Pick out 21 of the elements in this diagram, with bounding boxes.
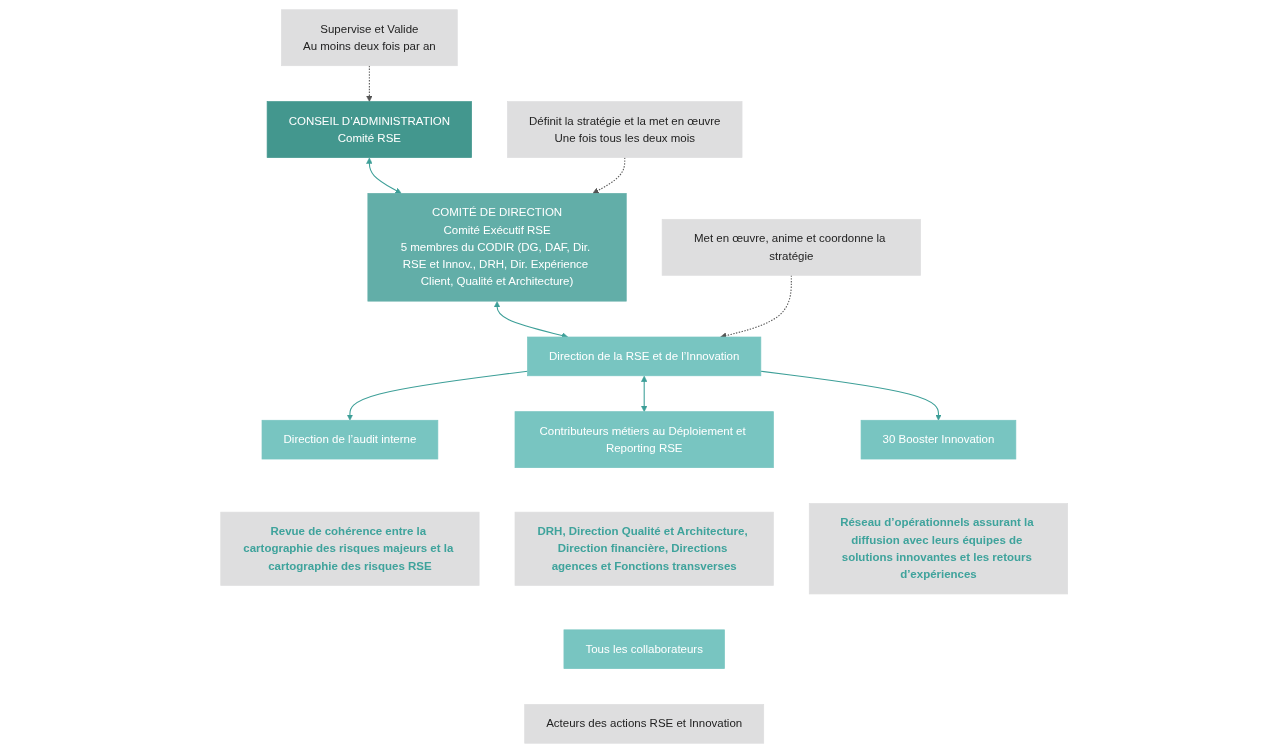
node-box: Met en œuvre, anime et coordonne la stratégie <box>661 218 921 276</box>
node-box: DRH, Direction Qualité et Architecture, Direction financière, Directions agences et Fonctions transverses <box>514 511 774 586</box>
node-box: Supervise et Valide Au moins deux fois par an <box>280 9 458 67</box>
node-box: 30 Booster Innovation <box>860 419 1016 460</box>
arrow <box>366 157 402 194</box>
node-box: CONSEIL D’ADMINISTRATION Comité RSE <box>266 101 472 158</box>
arrow <box>760 370 942 421</box>
node-box: COMITÉ DE DIRECTION Comité Exécutif RSE 5 membres du CODIR (DG, DAF, Dir. RSE et Innov., DRH, Dir. Expérience Client, Qualité et Architecture) <box>367 193 627 302</box>
node-box: Revue de cohérence entre la cartographie des risques majeurs et la cartographie des risques RSE <box>220 511 480 586</box>
node-box: Réseau d’opérationnels assurant la diffusion avec leurs équipes de solutions innovantes et les retours d’expériences <box>808 503 1068 595</box>
node-box: Définit la stratégie et la met en œuvre Une fois tous les deux mois <box>506 101 743 158</box>
arrow <box>366 65 373 102</box>
arrow <box>346 370 528 421</box>
node-box: Tous les collaborateurs <box>563 629 725 669</box>
node-box: Direction de l’audit interne <box>261 419 438 460</box>
arrow <box>493 301 568 339</box>
node-box: Contributeurs métiers au Déploiement et Reporting RSE <box>514 411 774 468</box>
node-box: Acteurs des actions RSE et Innovation <box>524 704 764 744</box>
arrow <box>640 375 648 412</box>
node-box: Direction de la RSE et de l’Innovation <box>527 336 761 377</box>
arrow <box>592 157 626 194</box>
